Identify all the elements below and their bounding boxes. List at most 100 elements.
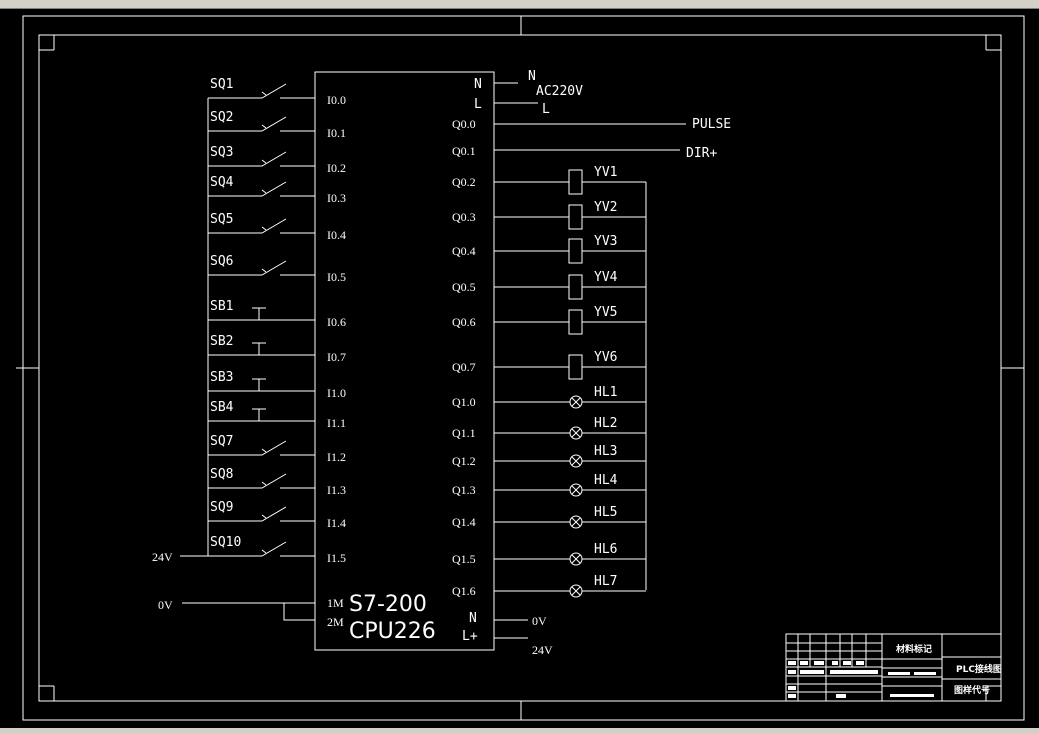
label-pulse: PULSE	[692, 117, 731, 132]
input-port-label: I0.6	[327, 315, 346, 329]
plc-cpu: CPU226	[349, 619, 436, 644]
common-2m-link	[283, 603, 315, 621]
limit-switch-symbol	[252, 83, 287, 99]
limit-switch-symbol	[252, 116, 287, 132]
output-port-label: Q0.5	[452, 280, 476, 294]
switch-label: SQ9	[210, 500, 233, 515]
coil-symbol	[568, 274, 583, 300]
switch-label: SQ10	[210, 535, 241, 550]
limit-switch-symbol	[252, 473, 287, 489]
command-status-bar	[0, 728, 1039, 734]
drawing-canvas[interactable]: 24V SQ1I0.0SQ2I0.1SQ3I0.2SQ4I0.3SQ5I0.4S…	[0, 8, 1039, 728]
switch-label: SQ7	[210, 434, 233, 449]
input-port-label: I0.2	[327, 161, 346, 175]
output-port-label: Q1.4	[452, 515, 476, 529]
input-port-label: I1.4	[327, 516, 346, 530]
lamp-cross	[571, 586, 581, 596]
lamp-cross	[571, 554, 581, 564]
coil-symbol	[568, 238, 583, 264]
input-port-label: I0.4	[327, 228, 346, 242]
load-label: HL1	[594, 385, 617, 400]
input-port-label: I0.5	[327, 270, 346, 284]
load-label: HL6	[594, 542, 617, 557]
load-label: HL3	[594, 444, 617, 459]
limit-switch-mark	[261, 159, 267, 164]
port-n-top: N	[474, 77, 482, 92]
lamp-cross	[571, 397, 581, 407]
load-label: HL2	[594, 416, 617, 431]
limit-switch-mark	[261, 268, 267, 273]
output-port-label: Q0.2	[452, 175, 476, 189]
window-toolbar-strip	[0, 0, 1039, 9]
limit-switch-mark	[261, 481, 267, 486]
switch-label: SB1	[210, 299, 233, 314]
load-label: YV5	[594, 305, 617, 320]
limit-switch-mark	[261, 448, 267, 453]
load-label: YV4	[594, 270, 618, 285]
switch-label: SQ4	[210, 175, 234, 190]
lamp-cross	[571, 428, 581, 438]
input-port-label: I0.0	[327, 93, 346, 107]
coil-symbol	[568, 354, 583, 380]
limit-switch-symbol	[252, 151, 287, 167]
drawing-frame	[16, 15, 1025, 721]
title-block: 材料标记 PLC接线图 图样代号	[785, 633, 1002, 702]
input-port-label: I0.7	[327, 350, 346, 364]
load-label: YV6	[594, 350, 617, 365]
limit-switch-symbol	[252, 440, 287, 456]
limit-switch-mark	[261, 514, 267, 519]
coil-symbol	[568, 309, 583, 335]
lamp-cross	[571, 456, 581, 466]
switch-label: SB2	[210, 334, 233, 349]
switch-label: SQ5	[210, 212, 233, 227]
output-port-label: Q0.4	[452, 244, 476, 258]
coil-symbol	[568, 169, 583, 195]
output-port-label: Q1.5	[452, 552, 476, 566]
lamp-cross	[571, 485, 581, 495]
port-2m: 2M	[327, 615, 344, 629]
title-drawing-name: PLC接线图	[956, 663, 1002, 675]
limit-switch-symbol	[252, 506, 287, 522]
lamp-cross	[571, 517, 581, 527]
limit-switch-mark	[261, 226, 267, 231]
input-port-label: I0.3	[327, 191, 346, 205]
limit-switch-mark	[261, 124, 267, 129]
output-port-label: Q1.2	[452, 454, 476, 468]
label-0v-bottom: 0V	[532, 614, 547, 628]
port-l-bottom: L+	[462, 629, 478, 644]
title-material-label: 材料标记	[895, 643, 932, 655]
outputs-layer: Q0.2YV1Q0.3YV2Q0.4YV3Q0.5YV4Q0.6YV5Q0.7Y…	[452, 165, 646, 598]
switch-label: SQ1	[210, 77, 233, 92]
limit-switch-mark	[261, 189, 267, 194]
switch-label: SB3	[210, 370, 233, 385]
output-port-label: Q0.7	[452, 360, 476, 374]
output-port-label: Q0.3	[452, 210, 476, 224]
switch-label: SB4	[210, 400, 234, 415]
limit-switch-symbol	[252, 181, 287, 197]
input-port-label: I1.2	[327, 450, 346, 464]
input-port-label: I0.1	[327, 126, 346, 140]
load-label: YV1	[594, 165, 617, 180]
limit-switch-symbol	[252, 218, 287, 234]
label-l-top: L	[542, 102, 550, 117]
output-port-label: Q1.6	[452, 584, 476, 598]
output-port-label: Q1.3	[452, 483, 476, 497]
limit-switch-mark	[261, 549, 267, 554]
input-port-label: I1.0	[327, 386, 346, 400]
load-label: HL5	[594, 505, 617, 520]
port-n-bottom: N	[469, 611, 477, 626]
input-port-label: I1.1	[327, 416, 346, 430]
supply-label: 24V	[152, 550, 173, 564]
load-label: YV2	[594, 200, 617, 215]
switch-label: SQ2	[210, 110, 233, 125]
limit-switch-symbol	[252, 541, 287, 557]
plc-body	[314, 71, 495, 651]
title-code-label: 图样代号	[954, 684, 990, 696]
output-port-label: Q0.6	[452, 315, 476, 329]
label-24v-bottom: 24V	[532, 643, 553, 657]
output-port-label: Q1.1	[452, 426, 476, 440]
limit-switch-mark	[261, 91, 267, 96]
input-port-label: I1.3	[327, 483, 346, 497]
switch-label: SQ8	[210, 467, 233, 482]
input-port-label: I1.5	[327, 551, 346, 565]
